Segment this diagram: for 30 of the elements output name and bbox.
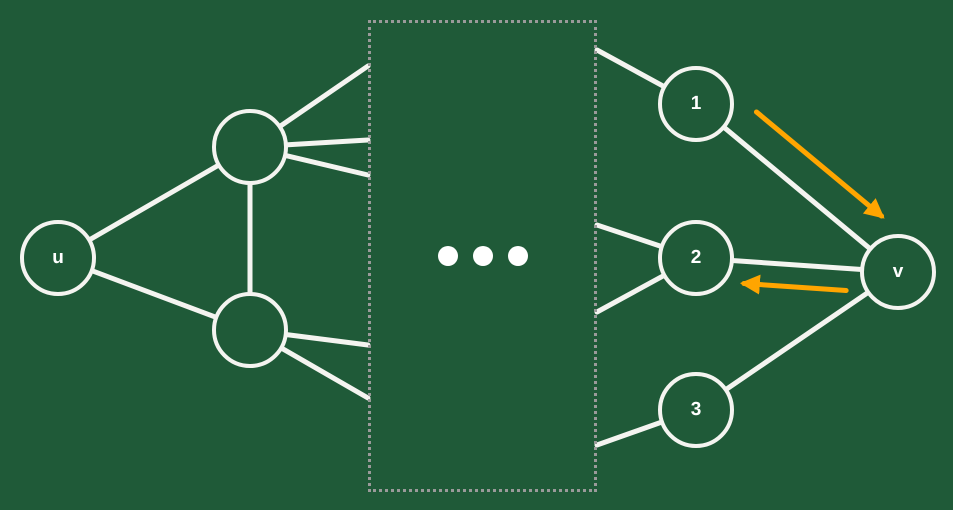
node-label: 2 [690, 247, 702, 269]
chalk-line [88, 164, 220, 242]
chalk-line [722, 126, 872, 250]
chalk-line [731, 258, 863, 272]
node-circle [860, 234, 936, 310]
chalk-line [285, 332, 370, 348]
node-circle [658, 220, 734, 296]
chalk-line [285, 138, 370, 148]
node-label: v [892, 261, 904, 283]
node-circle [658, 372, 734, 448]
node-circle [20, 220, 96, 296]
chalk-line [284, 153, 370, 178]
node-circle [212, 292, 288, 368]
dotted-box [368, 20, 597, 492]
chalk-line [280, 346, 370, 400]
node-label: 3 [690, 399, 702, 421]
node-circle [212, 109, 288, 185]
node-label: u [52, 247, 64, 269]
arrow [740, 274, 849, 295]
chalk-line [248, 182, 252, 294]
chalk-line [594, 420, 663, 448]
node-circle [658, 66, 734, 142]
chalk-line [278, 64, 370, 128]
chalk-line [594, 222, 662, 248]
chalk-line [91, 268, 217, 320]
chalk-line [724, 290, 870, 392]
arrow [754, 109, 885, 219]
chalk-line [594, 48, 666, 88]
node-label: 1 [690, 93, 702, 115]
chalk-line [594, 274, 666, 314]
